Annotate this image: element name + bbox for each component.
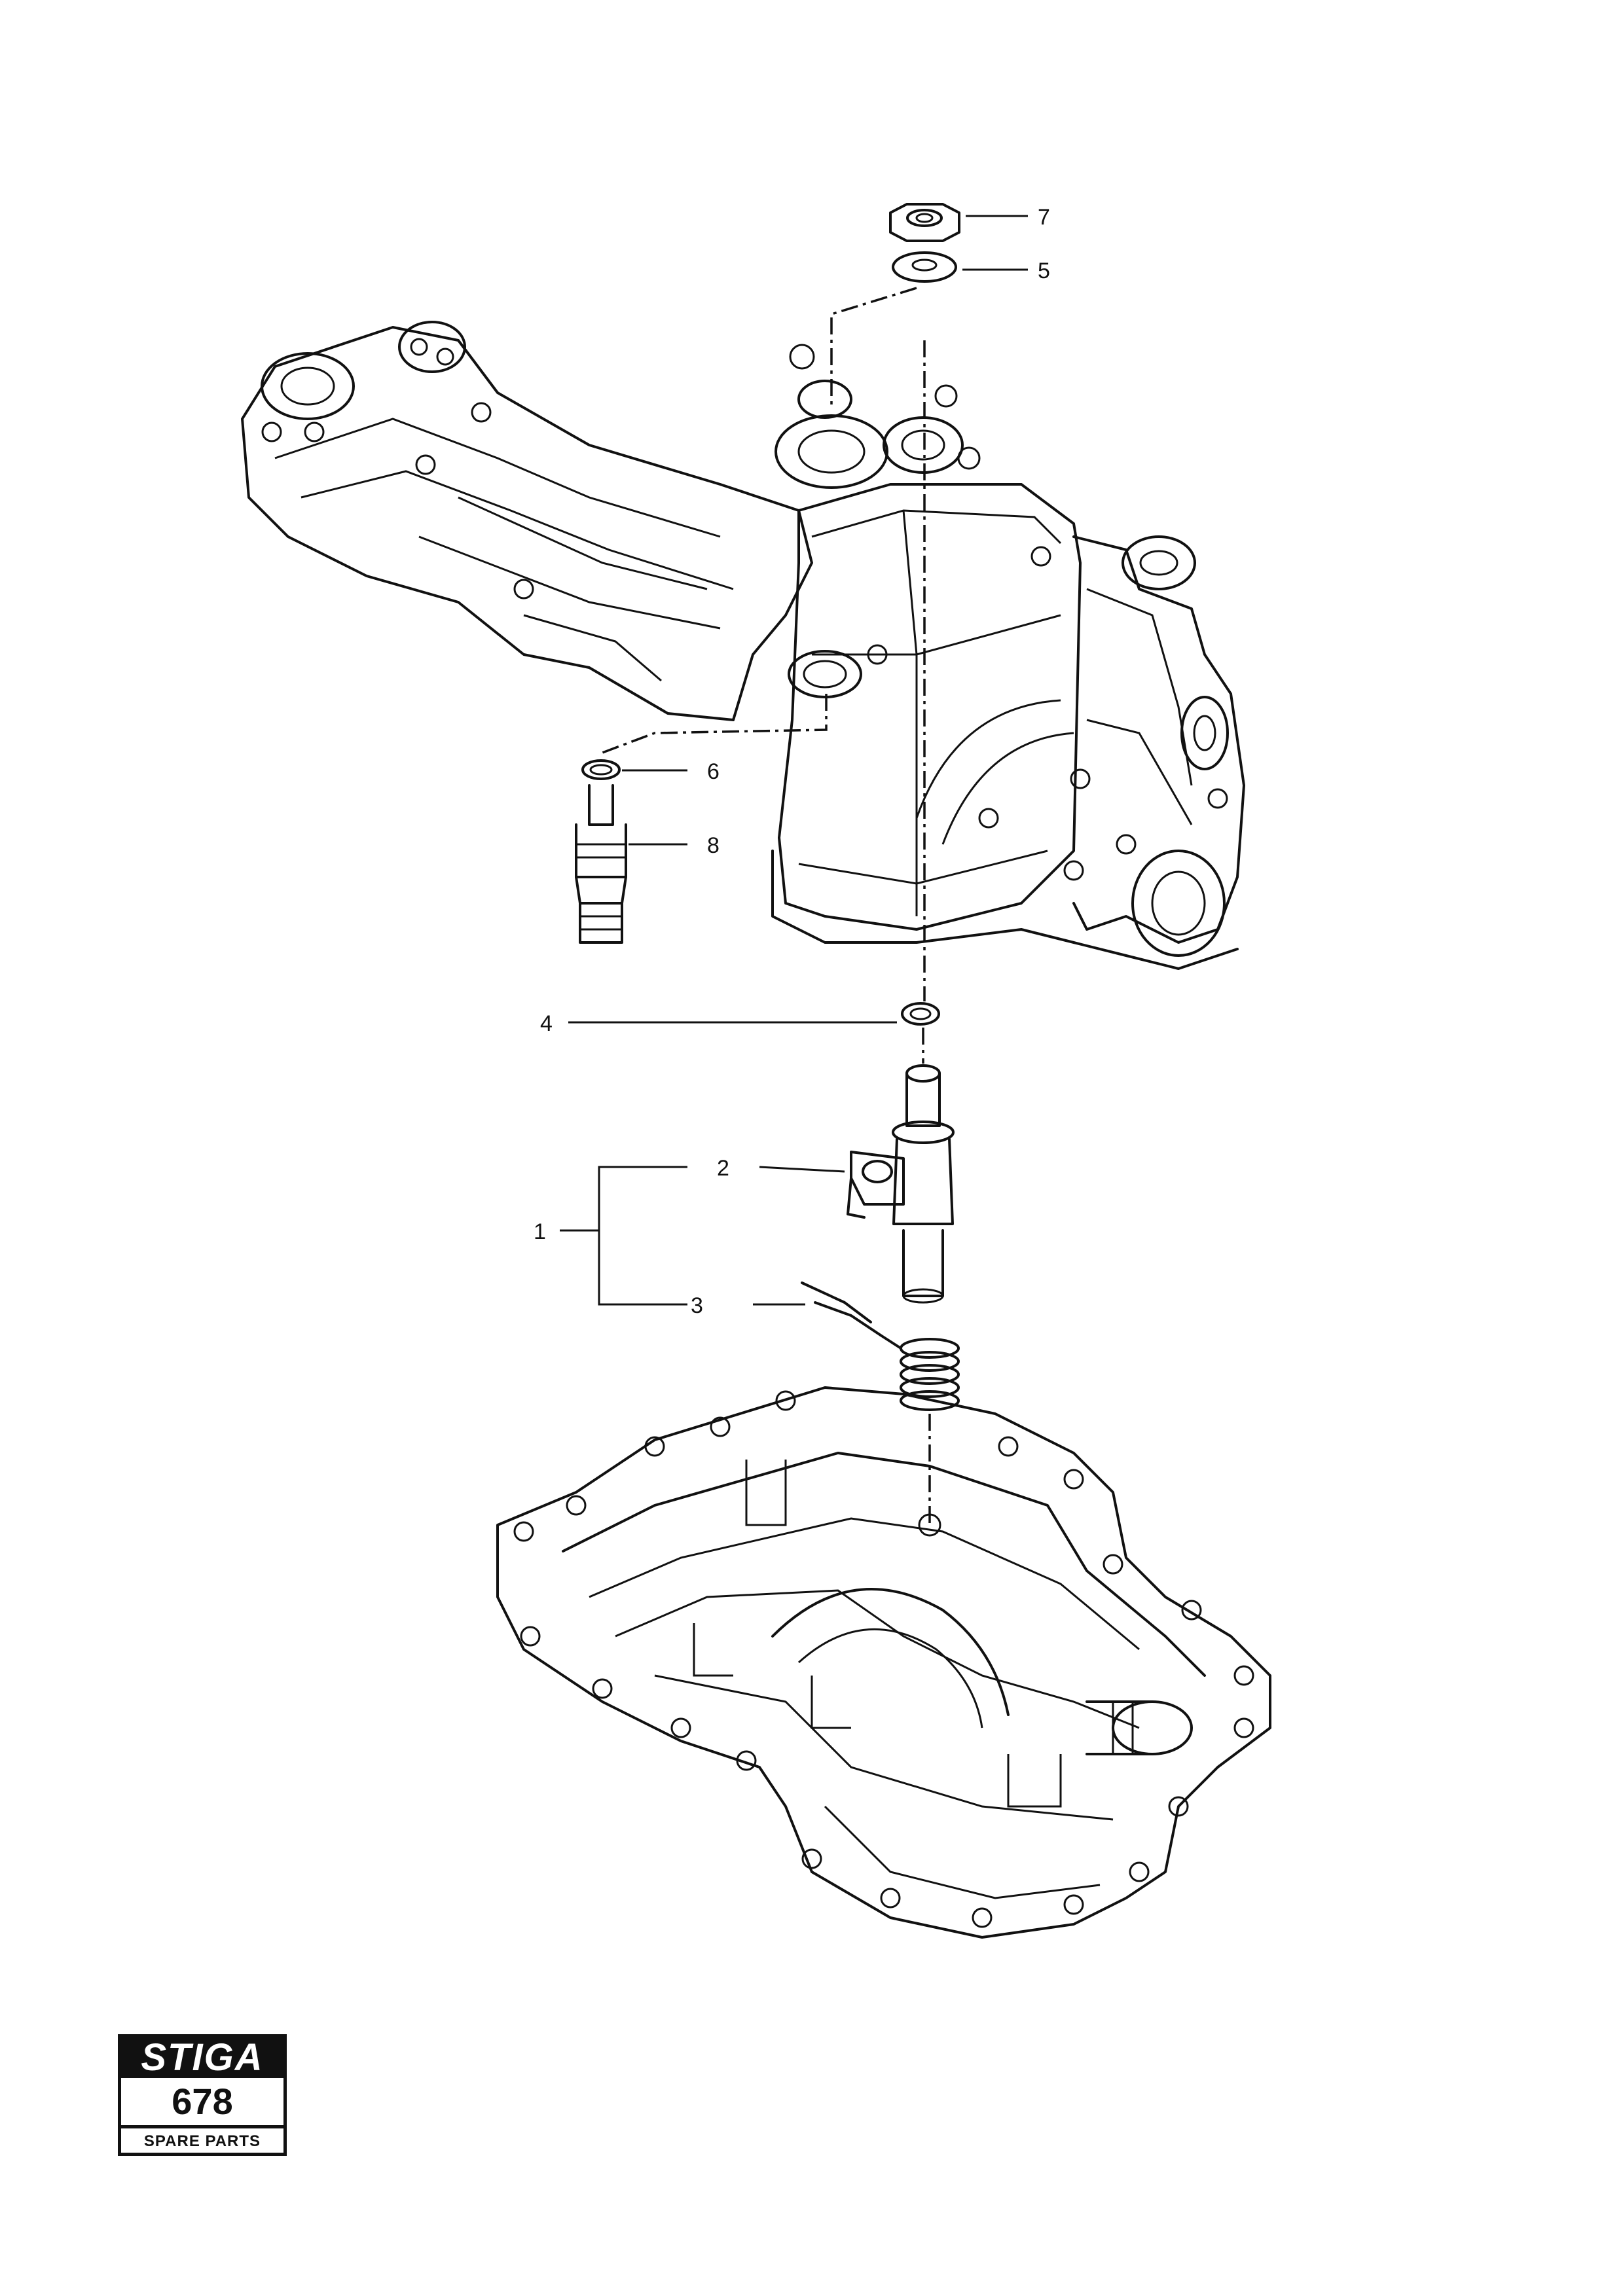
torsion-spring	[801, 1282, 960, 1411]
shift-shaft-assembly	[847, 1064, 955, 1304]
shaft-o-ring	[901, 1002, 940, 1026]
upper-housing	[241, 321, 1245, 970]
callout-7: 7	[1038, 205, 1050, 230]
stiga-logo: STIGA 678 SPARE PARTS	[118, 2034, 287, 2156]
logo-subtitle: SPARE PARTS	[143, 2132, 261, 2150]
lower-housing	[496, 1386, 1271, 1939]
callout-8: 8	[707, 833, 720, 858]
callout-2: 2	[717, 1156, 729, 1181]
callout-1: 1	[534, 1219, 546, 1244]
callout-5: 5	[1038, 259, 1050, 283]
callout-3: 3	[691, 1293, 703, 1318]
bypass-valve-plunger	[575, 784, 627, 944]
small-o-ring	[581, 759, 621, 780]
callout-4: 4	[540, 1011, 553, 1036]
logo-brand: STIGA	[121, 2037, 283, 2078]
callout-6: 6	[707, 759, 720, 784]
flat-washer	[892, 251, 957, 283]
logo-model-number: 678	[121, 2078, 283, 2128]
hex-nut	[889, 203, 960, 242]
leader-lines	[560, 215, 1028, 1306]
